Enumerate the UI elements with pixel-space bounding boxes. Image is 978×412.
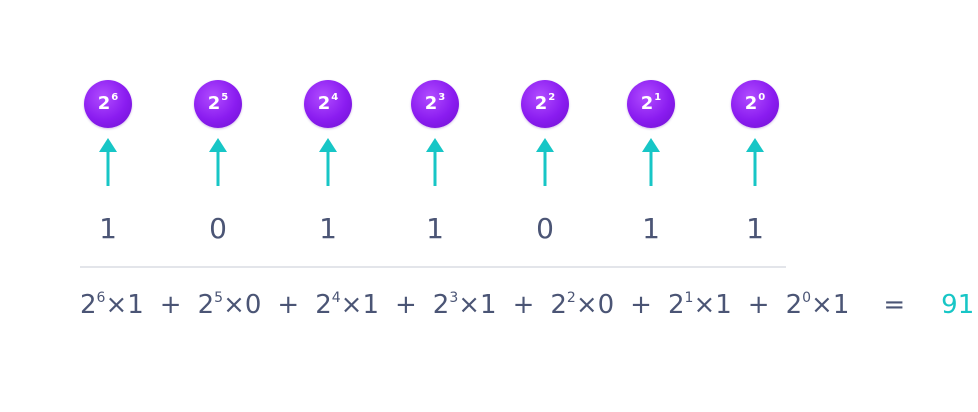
term-base: 2 — [315, 290, 332, 320]
power-base: 2 — [534, 93, 548, 114]
term-base: 2 — [785, 290, 803, 320]
bit-digit: 1 — [746, 212, 764, 245]
power-exponent: 1 — [654, 92, 662, 103]
power-exponent: 2 — [548, 92, 556, 103]
up-arrow-icon — [426, 138, 444, 186]
power-exponent: 3 — [438, 92, 446, 103]
term-exponent: 0 — [802, 290, 812, 306]
term-multiplier: ×1 — [340, 290, 379, 320]
power-base: 2 — [744, 93, 758, 114]
term-base: 2 — [550, 290, 567, 320]
plus-sign: + — [630, 290, 652, 320]
plus-sign: + — [277, 290, 300, 320]
power-exponent: 6 — [111, 92, 119, 103]
power-base: 2 — [640, 93, 654, 114]
bit-digit: 0 — [209, 212, 227, 245]
term-base: 2 — [197, 290, 215, 320]
power-base: 2 — [97, 93, 111, 114]
power-exponent: 0 — [758, 92, 766, 103]
term-multiplier: ×1 — [811, 290, 850, 320]
bit-digit: 1 — [642, 212, 660, 245]
term-exponent: 5 — [214, 290, 224, 306]
term-multiplier: ×1 — [105, 290, 144, 320]
up-arrow-icon — [319, 138, 337, 186]
bit-digit: 0 — [536, 212, 554, 245]
term-exponent: 3 — [449, 290, 459, 306]
power-base: 2 — [317, 93, 331, 114]
up-arrow-icon — [99, 138, 117, 186]
plus-sign: + — [159, 290, 182, 320]
equals-sign: = — [883, 290, 906, 320]
power-base: 2 — [424, 93, 438, 114]
term-multiplier: ×1 — [458, 290, 497, 320]
term-multiplier: ×0 — [575, 290, 615, 320]
power-exponent: 5 — [221, 92, 229, 103]
divider-line — [80, 266, 786, 268]
plus-sign: + — [512, 290, 535, 320]
term-exponent: 1 — [684, 290, 694, 306]
bit-digit: 1 — [99, 212, 117, 245]
power-base: 2 — [207, 93, 221, 114]
term-exponent: 2 — [566, 290, 576, 306]
term-base: 2 — [80, 290, 97, 320]
term-exponent: 4 — [331, 290, 341, 306]
plus-sign: + — [747, 290, 770, 320]
up-arrow-icon — [536, 138, 554, 186]
term-multiplier: ×0 — [223, 290, 262, 320]
up-arrow-icon — [746, 138, 764, 186]
term-base: 2 — [432, 290, 450, 320]
term-exponent: 6 — [96, 290, 106, 306]
bit-digit: 1 — [319, 212, 337, 245]
term-base: 2 — [667, 290, 685, 320]
power-exponent: 4 — [331, 92, 339, 103]
up-arrow-icon — [642, 138, 660, 186]
up-arrow-icon — [209, 138, 227, 186]
plus-sign: + — [394, 290, 417, 320]
decimal-result: 91 — [941, 290, 975, 320]
term-multiplier: ×1 — [693, 290, 732, 320]
bit-digit: 1 — [426, 212, 444, 245]
